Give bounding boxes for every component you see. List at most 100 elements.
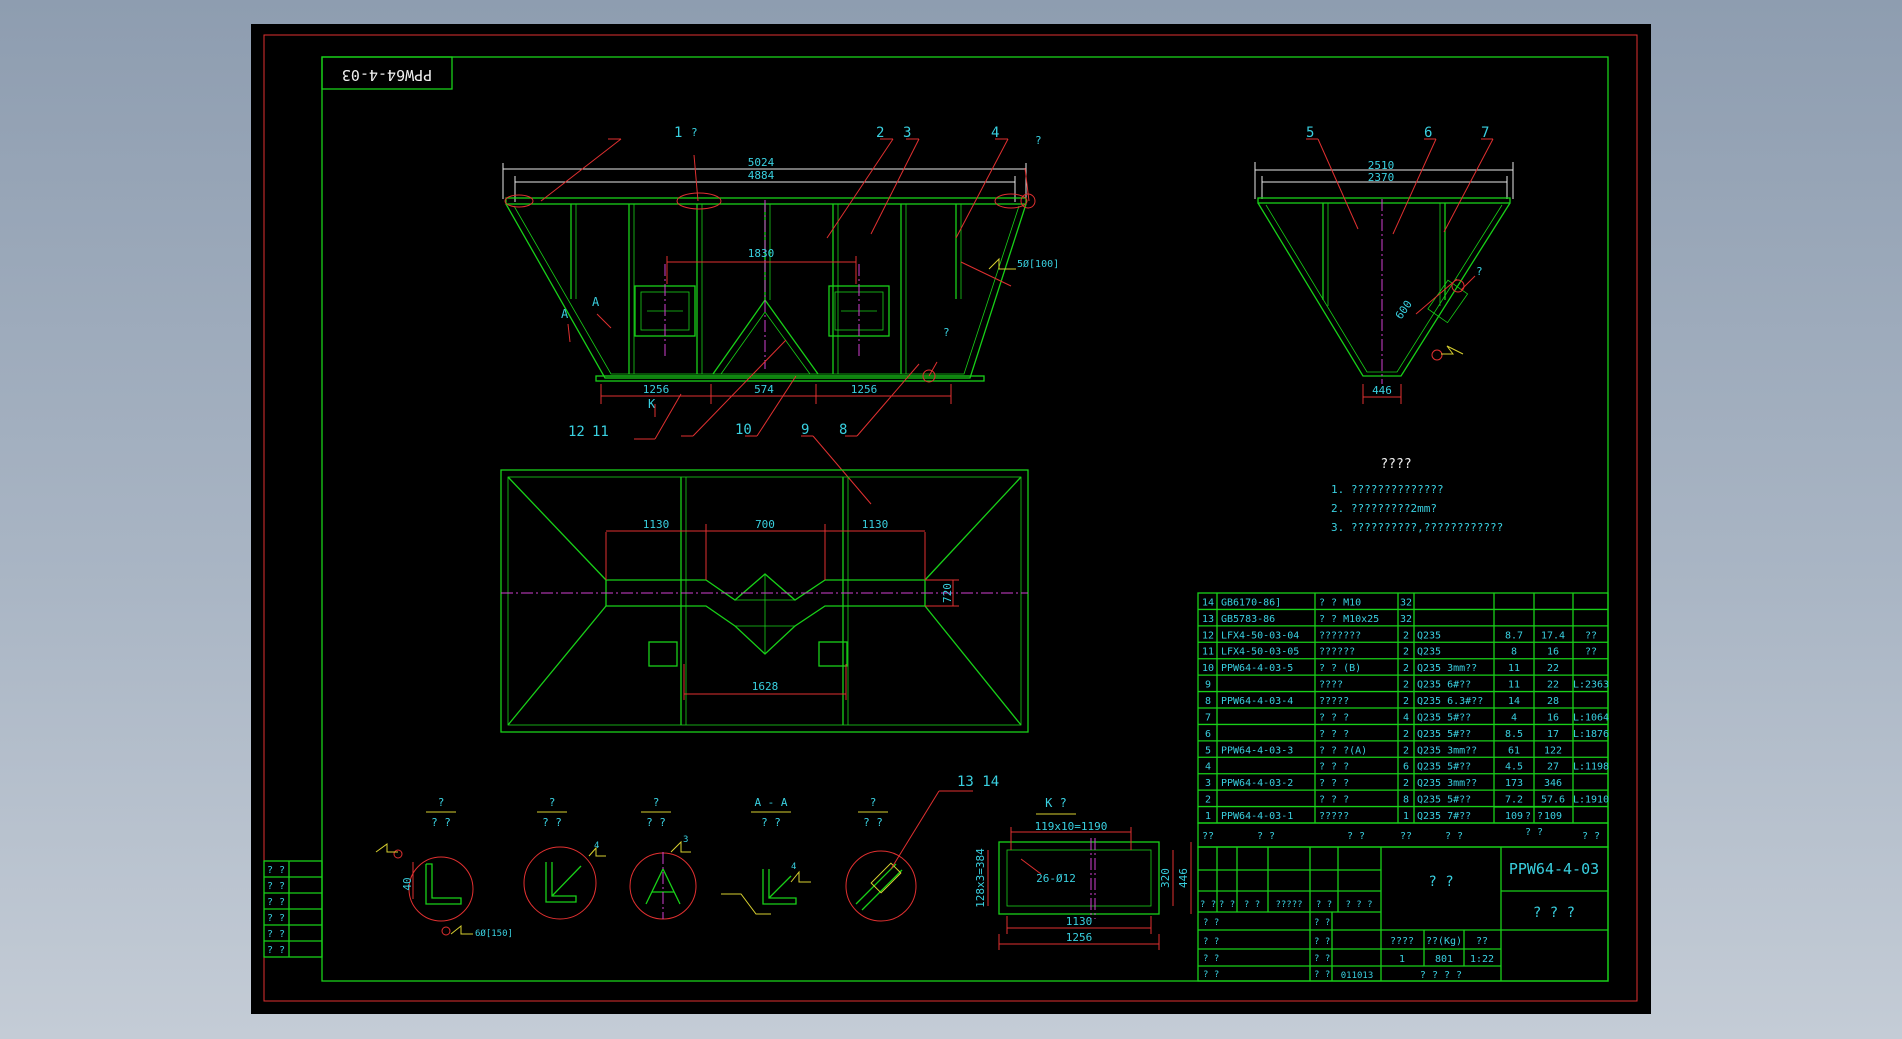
dim-1256-right: 1256 <box>851 383 878 396</box>
detail-views: ? ? ? 40 6Ø[150] ? ? ? 4 ? ? ? <box>375 790 973 939</box>
svg-text:? ?: ? ? <box>267 881 285 892</box>
bom-cell-name: ????? <box>1319 696 1349 707</box>
bom-cell-no: 13 <box>1202 614 1214 625</box>
bom-cell-qty: 4 <box>1403 712 1409 723</box>
dim-1130-right: 1130 <box>862 518 889 531</box>
svg-text:? ?: ? ? <box>542 816 562 829</box>
svg-text:4: 4 <box>594 841 599 851</box>
bom-cell-qty: 6 <box>1403 762 1409 773</box>
bom-cell-qty: 2 <box>1403 729 1409 740</box>
dim-574: 574 <box>754 383 774 396</box>
bom-cell-qty: 8 <box>1403 795 1409 806</box>
bom-cell-mat: Q235 <box>1417 630 1441 641</box>
bom-cell-w2: 17.4 <box>1541 630 1565 641</box>
bom-cell-qty: 2 <box>1403 680 1409 691</box>
svg-text:? ?: ? ? <box>431 816 451 829</box>
bom-cell-rem: L:1910 <box>1573 795 1609 806</box>
side-q-mark: ? <box>1476 265 1483 278</box>
corner-code: PPW64-4-03 <box>342 66 432 84</box>
svg-text:? ?: ? ? <box>1203 970 1219 980</box>
title-part-name: ? ? ? <box>1533 905 1575 921</box>
bom-cell-no: 3 <box>1205 778 1211 789</box>
bom-cell-rem: L:1198 <box>1573 762 1609 773</box>
bom-cell-name: ? ? ? <box>1319 778 1349 789</box>
bom-cell-code: PPW64-4-03-1 <box>1221 811 1293 822</box>
callout-12: 12 <box>568 424 585 440</box>
bom-cell-name: ? ? ? <box>1319 795 1349 806</box>
bom-cell-w1: 8.5 <box>1505 729 1523 740</box>
title-drawing-no: PPW64-4-03 <box>1509 860 1599 878</box>
bom-cell-mat: Q235 6.3#?? <box>1417 696 1483 707</box>
bom-cell-no: 6 <box>1205 729 1211 740</box>
bom-cell-rem: L:1064 <box>1573 712 1609 723</box>
callout-11: 11 <box>592 424 609 440</box>
bom-cell-name: ? ? ?(A) <box>1319 745 1367 756</box>
bom-cell-mat: Q235 5#?? <box>1417 729 1471 740</box>
svg-text:? ? ?: ? ? ? <box>1345 900 1372 910</box>
section-mark-a-2: A <box>561 307 569 321</box>
bom-cell-no: 2 <box>1205 795 1211 806</box>
k-dim-bottom-outer: 1256 <box>1066 931 1093 944</box>
title-weight: 801 <box>1435 954 1453 965</box>
weld-note: 5Ø[100] <box>1017 258 1059 270</box>
bom-cell-rem: L:2363 <box>1573 680 1609 691</box>
plan-view: 1130 700 1130 1628 720 <box>500 469 1029 733</box>
svg-text:? ?: ? ? <box>1203 937 1219 947</box>
bom-cell-no: 11 <box>1202 647 1214 658</box>
bom-cell-w2: 22 <box>1547 663 1559 674</box>
svg-text:?: ? <box>653 796 660 809</box>
k-holes-note: 26-Ø12 <box>1036 872 1076 885</box>
dim-700: 700 <box>755 518 775 531</box>
bom-cell-no: 9 <box>1205 680 1211 691</box>
bom-cell-mat: Q235 5#?? <box>1417 712 1471 723</box>
bom-cell-qty: 32 <box>1400 597 1412 608</box>
bom-cell-w1: 14 <box>1508 696 1520 707</box>
callout-5: 5 <box>1306 125 1314 141</box>
bom-cell-w2: 27 <box>1547 762 1559 773</box>
bom-cell-qty: 2 <box>1403 696 1409 707</box>
cad-drawing[interactable]: PPW64-4-03 5024 4884 <box>251 24 1651 1014</box>
svg-text:6Ø[150]: 6Ø[150] <box>475 928 513 939</box>
bom-head-qty: ?? <box>1400 831 1412 842</box>
detail-3: ? ? ? 3 <box>629 796 697 920</box>
svg-text:? ?: ? ? <box>1314 954 1330 964</box>
dim-1628: 1628 <box>752 680 779 693</box>
dim-2510: 2510 <box>1368 159 1395 172</box>
side-view: 2510 2370 600 446 5 6 7 ? <box>1254 125 1514 404</box>
bom-cell-code: GB6170-86] <box>1221 597 1281 608</box>
svg-text:? ?: ? ? <box>761 816 781 829</box>
detail-5: ? ? ? <box>845 790 973 922</box>
inner-frame <box>321 56 1609 982</box>
dim-446: 446 <box>1372 384 1392 397</box>
title-scale-label: ?? <box>1476 936 1488 947</box>
svg-text:?: ? <box>438 796 445 809</box>
bom-cell-w1: 7.2 <box>1505 795 1523 806</box>
detail-aa: A - A ? ? 4 <box>721 796 811 915</box>
corner-code-box <box>321 56 453 90</box>
svg-text:? ?: ? ? <box>1314 937 1330 947</box>
svg-text:? ?: ? ? <box>863 816 883 829</box>
technical-notes: ???? 1. ?????????????? 2. ?????????2mm? … <box>1331 457 1503 534</box>
bom-cell-qty: 2 <box>1403 663 1409 674</box>
bom-cell-w1: 8 <box>1511 647 1517 658</box>
svg-text:? ?: ? ? <box>1203 918 1219 928</box>
bom-cell-name: ? ? ? <box>1319 762 1349 773</box>
title-block: ? ? ? ? ? ? ????? ? ? ? ? ? ? ? ? ? ? ? … <box>1197 846 1609 982</box>
front-view: 5024 4884 <box>502 125 1059 505</box>
callout-4: 4 <box>991 125 999 141</box>
k-dim-right-outer: 446 <box>1177 868 1190 888</box>
bom-cell-w2: 22 <box>1547 680 1559 691</box>
dim-2370: 2370 <box>1368 171 1395 184</box>
cad-viewport[interactable]: PPW64-4-03 5024 4884 <box>251 24 1651 1014</box>
k-dim-top: 119x10=1190 <box>1035 820 1108 833</box>
bom-cell-name: ????? <box>1319 811 1349 822</box>
svg-text:? ?: ? ? <box>1314 970 1330 980</box>
bom-head-weight-total: ? ? <box>1525 827 1543 838</box>
bom-head-weight: ? ? <box>1525 811 1543 822</box>
bom-head-remark: ? ? <box>1582 831 1600 842</box>
dim-1256-left: 1256 <box>643 383 670 396</box>
dim-1830: 1830 <box>748 247 775 260</box>
svg-text:40: 40 <box>401 877 414 890</box>
svg-text:?: ? <box>549 796 556 809</box>
bom-cell-qty: 2 <box>1403 778 1409 789</box>
